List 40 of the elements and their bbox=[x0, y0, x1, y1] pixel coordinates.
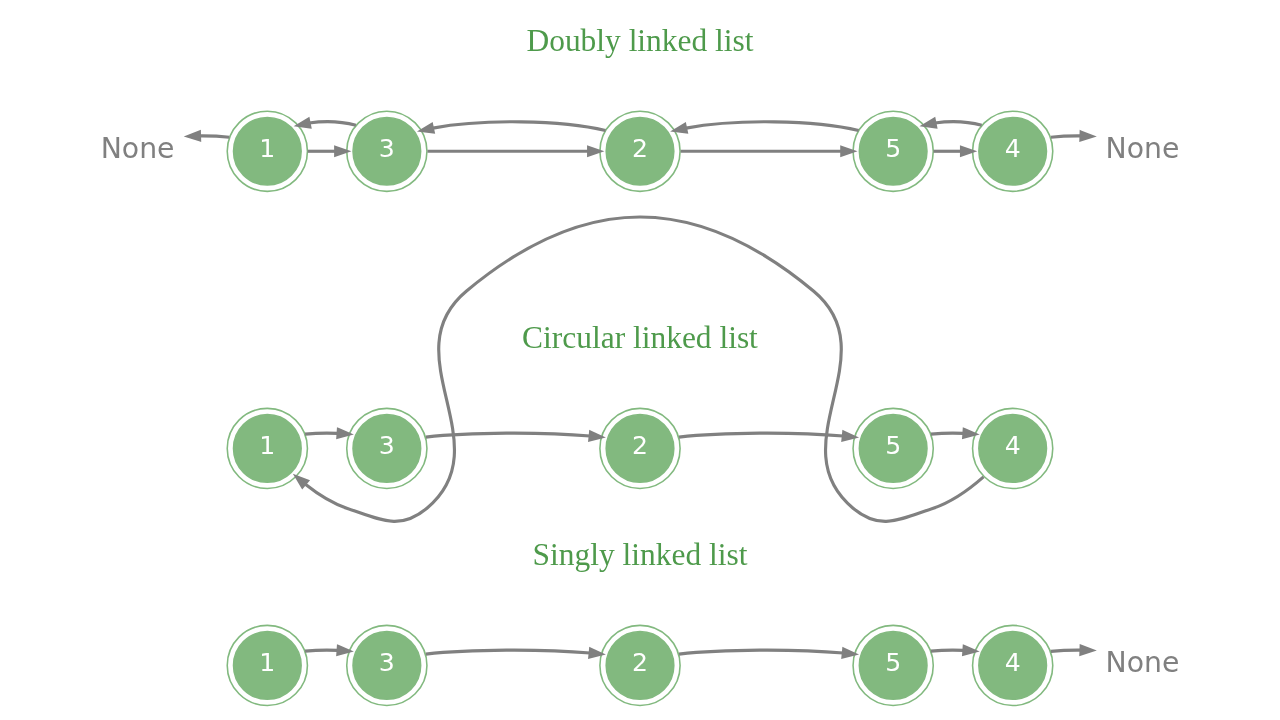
arrow bbox=[680, 145, 858, 158]
arrow bbox=[427, 145, 605, 158]
arrow bbox=[1050, 644, 1097, 657]
label: Singly linked list bbox=[532, 536, 748, 572]
label: Circular linked list bbox=[522, 319, 758, 355]
arrow bbox=[933, 145, 978, 158]
node-circle: 1 bbox=[226, 624, 309, 707]
node-text: None bbox=[1105, 646, 1180, 680]
node-circle: 3 bbox=[345, 407, 428, 490]
arrow bbox=[425, 646, 606, 659]
node-circle: 2 bbox=[599, 110, 681, 193]
label: Doubly linked list bbox=[526, 22, 754, 58]
node-circle: 4 bbox=[971, 110, 1054, 193]
arrow bbox=[416, 120, 606, 134]
node-circle: 3 bbox=[345, 624, 428, 707]
arrow bbox=[304, 427, 354, 440]
arrow bbox=[678, 429, 860, 442]
arrow bbox=[183, 129, 230, 142]
node-circle: 5 bbox=[852, 407, 935, 490]
arrow bbox=[307, 145, 352, 158]
arrow bbox=[1050, 129, 1097, 142]
node-text: None bbox=[100, 132, 175, 166]
node-circle: 2 bbox=[599, 624, 681, 707]
arrow bbox=[678, 646, 860, 659]
node-circle: 3 bbox=[345, 110, 428, 193]
node-circle: 4 bbox=[971, 407, 1054, 490]
node-circle: 2 bbox=[599, 407, 681, 490]
arrow bbox=[919, 116, 983, 129]
arrow bbox=[930, 644, 980, 657]
arrow bbox=[425, 429, 606, 442]
arrow bbox=[304, 644, 354, 657]
arrow bbox=[930, 427, 980, 440]
node-text: None bbox=[1105, 132, 1180, 166]
arrow bbox=[670, 120, 859, 134]
node-circle: 1 bbox=[226, 110, 309, 193]
arrow bbox=[292, 215, 985, 523]
node-circle: 5 bbox=[852, 110, 935, 193]
node-circle: 4 bbox=[971, 624, 1054, 707]
arrow bbox=[293, 116, 357, 129]
node-circle: 5 bbox=[852, 624, 935, 707]
